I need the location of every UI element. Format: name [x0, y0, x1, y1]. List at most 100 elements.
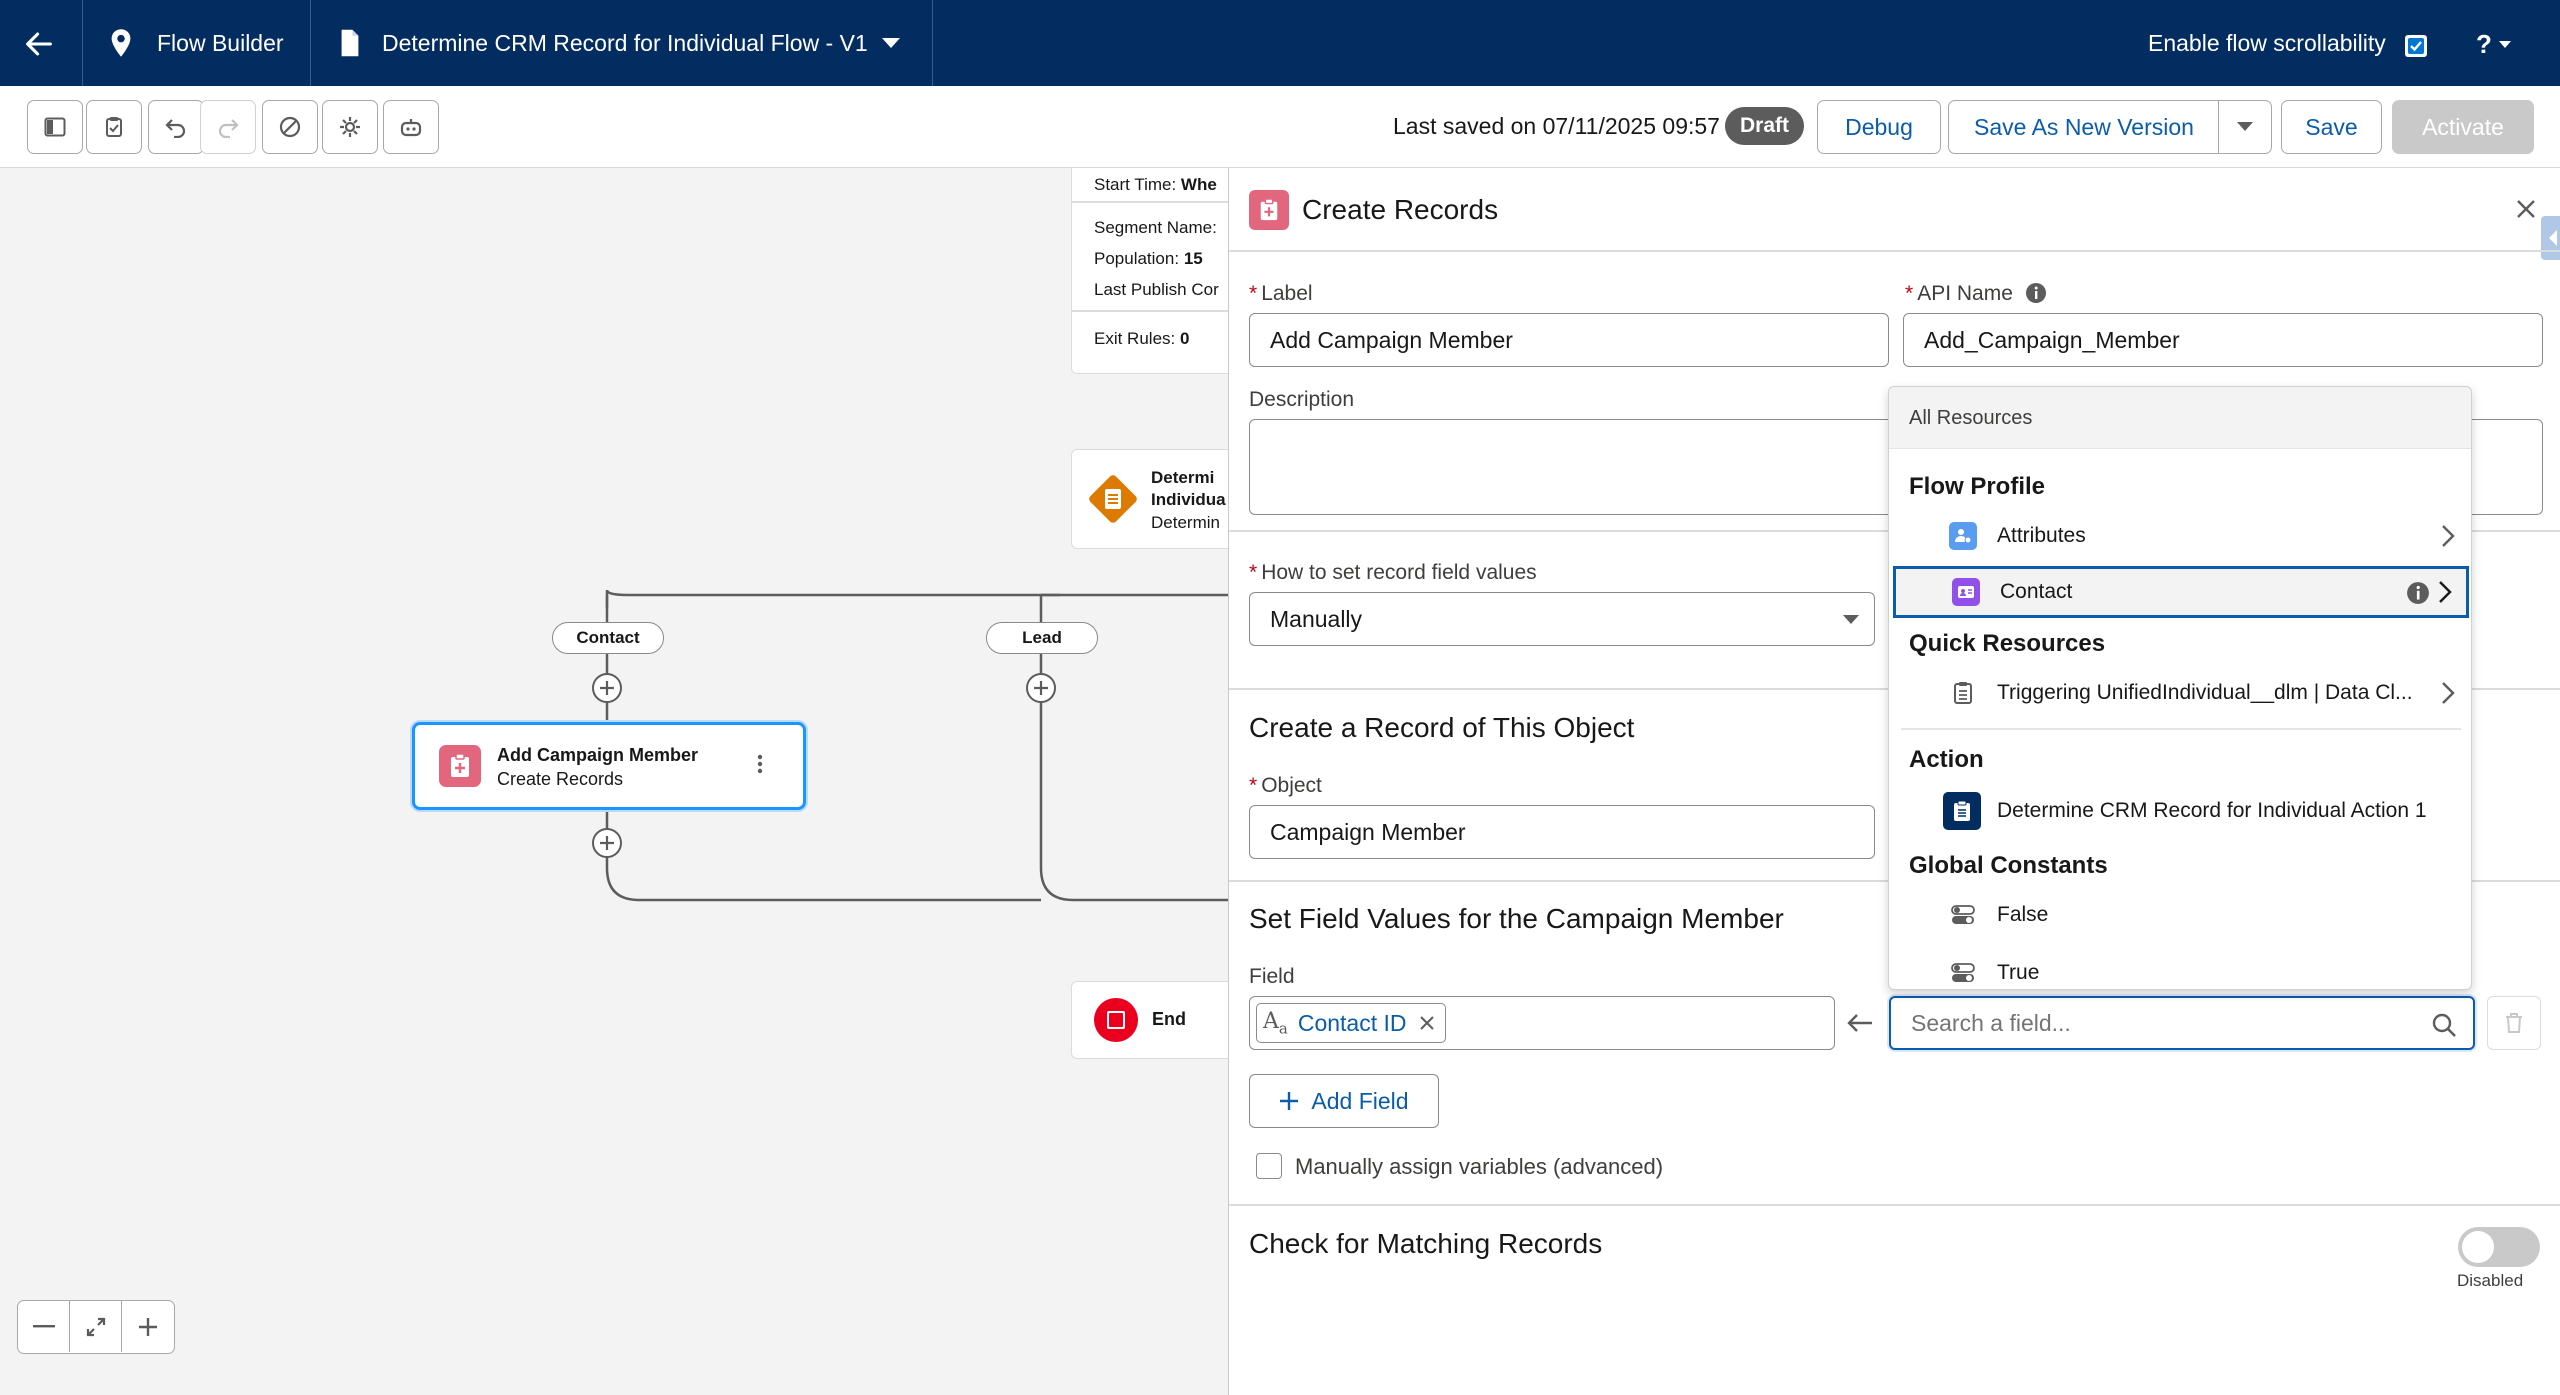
object-input[interactable]: Campaign Member — [1249, 805, 1875, 859]
redo-icon — [218, 119, 239, 138]
trash-icon — [2506, 1013, 2522, 1033]
group-action: Action — [1909, 746, 1984, 773]
action-icon — [1086, 472, 1140, 526]
field-label: Field — [1249, 965, 1295, 988]
segment-name-label: Segment Name: — [1094, 218, 1217, 237]
add-element-button[interactable] — [1026, 673, 1056, 703]
info-icon[interactable] — [2025, 282, 2047, 304]
field-pill[interactable]: Aa Contact ID — [1256, 1003, 1446, 1043]
matching-records-toggle[interactable] — [2458, 1227, 2540, 1267]
zoom-controls — [17, 1300, 175, 1354]
activate-button[interactable]: Activate — [2392, 100, 2534, 154]
how-to-set-label: *How to set record field values — [1249, 561, 1537, 584]
remove-icon[interactable] — [1419, 1015, 1435, 1031]
stop-icon — [1094, 998, 1138, 1042]
settings-button[interactable] — [322, 100, 378, 154]
chevron-right-icon — [2442, 682, 2455, 704]
help-chevron-icon[interactable] — [2498, 40, 2512, 50]
toggle-constant-icon — [1949, 959, 1977, 987]
header-divider — [82, 0, 83, 86]
chevron-down-icon — [2237, 122, 2253, 131]
search-field-input[interactable]: Search a field... — [1889, 996, 2475, 1050]
redo-button[interactable] — [200, 100, 256, 154]
start-element-card[interactable]: Start Time: Whe Segment Name: Population… — [1071, 168, 1228, 374]
header-divider — [310, 0, 311, 86]
item-label: Triggering UnifiedIndividual__dlm | Data… — [1997, 681, 2413, 704]
save-menu-button[interactable] — [2218, 100, 2272, 154]
group-flow-profile: Flow Profile — [1909, 473, 2046, 500]
create-object-heading: Create a Record of This Object — [1249, 712, 1635, 743]
toggle-constant-icon — [1949, 901, 1977, 929]
branch-label-contact[interactable]: Contact — [552, 622, 664, 654]
plus-icon — [600, 681, 614, 695]
api-name-input[interactable]: Add_Campaign_Member — [1903, 313, 2543, 367]
add-element-button[interactable] — [592, 828, 622, 858]
ban-icon — [279, 116, 301, 138]
info-icon[interactable] — [2406, 581, 2430, 605]
contact-card-icon — [1952, 578, 1980, 606]
end-label: End — [1152, 1009, 1186, 1029]
fit-view-button[interactable] — [70, 1301, 122, 1352]
plus-icon — [1034, 681, 1048, 695]
manually-assign-label: Manually assign variables (advanced) — [1295, 1154, 1664, 1179]
panel-collapse-handle[interactable] — [2541, 216, 2560, 260]
field-input[interactable]: Aa Contact ID — [1249, 996, 1835, 1050]
resource-item-contact[interactable]: Contact — [1893, 566, 2469, 618]
chevron-down-icon — [1843, 615, 1859, 624]
resource-item-true[interactable]: True — [1889, 947, 2471, 989]
end-element-card[interactable]: End — [1071, 981, 1228, 1059]
flow-toolbar: Last saved on 07/11/2025 09:57 Draft Deb… — [0, 86, 2560, 168]
manually-assign-checkbox[interactable] — [1256, 1153, 1282, 1179]
delete-row-button[interactable] — [2487, 996, 2541, 1050]
resource-item-attributes[interactable]: Attributes — [1889, 510, 2471, 562]
object-label: *Object — [1249, 774, 1322, 797]
selected-node-add-campaign-member[interactable]: Add Campaign Member Create Records — [412, 722, 806, 810]
toggle-panel-button[interactable] — [27, 100, 83, 154]
save-as-new-version-button[interactable]: Save As New Version — [1948, 100, 2220, 154]
resource-picker-dropdown[interactable]: All Resources Flow Profile Attributes Co… — [1888, 386, 2472, 990]
save-button[interactable]: Save — [2281, 100, 2382, 154]
toggle-status: Disabled — [2457, 1271, 2524, 1290]
scrollability-checkbox[interactable] — [2405, 35, 2427, 57]
branch-label-lead[interactable]: Lead — [986, 622, 1098, 654]
action-element-card[interactable]: Determi Individua Determin — [1071, 449, 1228, 549]
dropdown-header: All Resources — [1889, 387, 2471, 449]
gear-icon — [340, 117, 360, 137]
exit-rules-label: Exit Rules: — [1094, 329, 1176, 348]
zoom-in-button[interactable] — [122, 1301, 174, 1352]
chevron-right-icon — [2442, 525, 2455, 547]
chevron-down-icon[interactable] — [880, 36, 902, 50]
zoom-out-button[interactable] — [18, 1301, 70, 1352]
resource-item-false[interactable]: False — [1889, 889, 2471, 941]
add-element-button[interactable] — [592, 673, 622, 703]
how-to-set-select[interactable]: Manually — [1249, 592, 1875, 646]
undo-button[interactable] — [148, 100, 204, 154]
help-icon[interactable]: ? — [2476, 29, 2492, 59]
header-divider — [932, 0, 933, 86]
flow-canvas[interactable]: Start Time: Whe Segment Name: Population… — [0, 168, 1228, 1395]
debug-button[interactable]: Debug — [1817, 100, 1941, 154]
label-input[interactable]: Add Campaign Member — [1249, 313, 1889, 367]
resource-item-triggering-record[interactable]: Triggering UnifiedIndividual__dlm | Data… — [1889, 667, 2471, 719]
cancel-button[interactable] — [262, 100, 318, 154]
resource-item-action[interactable]: Determine CRM Record for Individual Acti… — [1889, 785, 2471, 837]
scrollability-label: Enable flow scrollability — [2148, 30, 2386, 56]
back-arrow-icon[interactable] — [22, 27, 56, 61]
add-field-button[interactable]: Add Field — [1249, 1074, 1439, 1128]
action-subtitle: Determin — [1151, 513, 1220, 532]
status-badge: Draft — [1725, 107, 1805, 145]
chevron-right-icon — [2439, 581, 2452, 603]
description-label: Description — [1249, 388, 1355, 411]
create-records-icon — [1249, 190, 1289, 230]
set-field-values-heading: Set Field Values for the Campaign Member — [1249, 903, 1784, 934]
last-publish-label: Last Publish Cor — [1094, 280, 1219, 299]
item-label: False — [1997, 903, 2049, 926]
node-menu-icon[interactable] — [756, 753, 764, 775]
check-errors-button[interactable] — [86, 100, 142, 154]
exit-rules-value: 0 — [1179, 329, 1190, 348]
check-matching-heading: Check for Matching Records — [1249, 1228, 1603, 1259]
close-icon[interactable] — [2515, 198, 2537, 220]
flow-title[interactable]: Determine CRM Record for Individual Flow… — [382, 30, 868, 56]
agent-button[interactable] — [383, 100, 439, 154]
item-label: Contact — [2000, 580, 2073, 603]
